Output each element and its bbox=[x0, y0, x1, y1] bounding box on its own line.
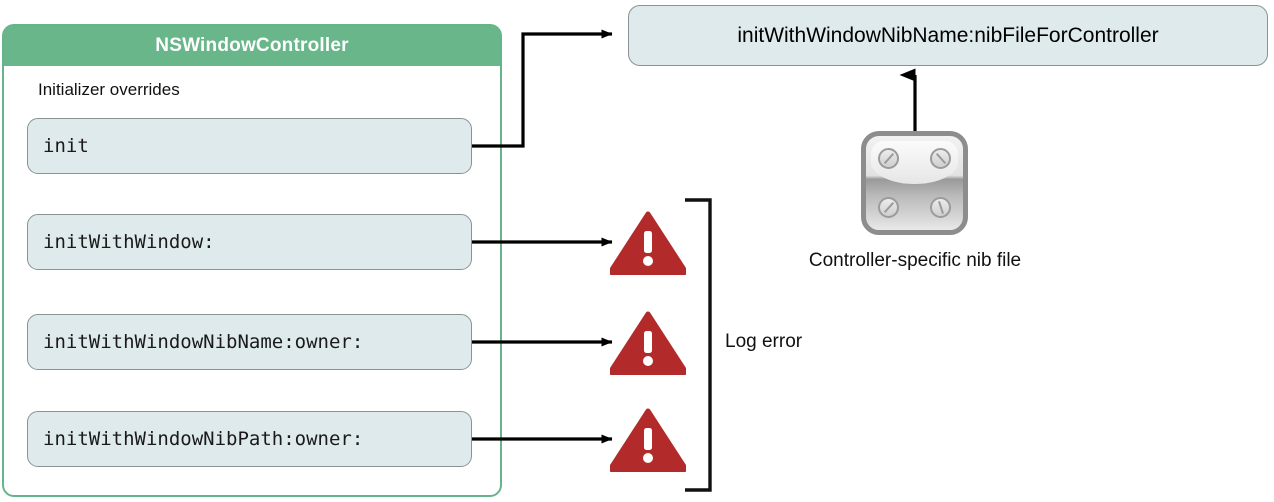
method-box-init-with-window[interactable]: initWithWindow: bbox=[27, 214, 472, 270]
warning-triangle-icon bbox=[609, 408, 687, 474]
method-box-init[interactable]: init bbox=[27, 118, 472, 174]
nib-body bbox=[861, 131, 968, 235]
target-method-label: initWithWindowNibName:nibFileForControll… bbox=[737, 23, 1159, 47]
warning-triangle-icon bbox=[609, 211, 687, 277]
class-header: NSWindowController bbox=[4, 26, 500, 66]
nib-file-caption: Controller-specific nib file bbox=[808, 250, 1022, 271]
nib-file-icon bbox=[861, 131, 968, 235]
screw-icon bbox=[930, 197, 951, 218]
screw-icon bbox=[930, 148, 951, 169]
method-label: initWithWindowNibPath:owner: bbox=[43, 428, 364, 450]
method-label: initWithWindow: bbox=[43, 231, 215, 253]
initializer-overrides-label: Initializer overrides bbox=[38, 80, 180, 99]
method-box-init-with-window-nib-name[interactable]: initWithWindowNibName:owner: bbox=[27, 314, 472, 370]
method-label: init bbox=[43, 135, 89, 157]
target-method-box[interactable]: initWithWindowNibName:nibFileForControll… bbox=[628, 5, 1268, 66]
screw-icon bbox=[878, 197, 899, 218]
method-box-init-with-window-nib-path[interactable]: initWithWindowNibPath:owner: bbox=[27, 411, 472, 467]
screw-icon bbox=[878, 148, 899, 169]
method-label: initWithWindowNibName:owner: bbox=[43, 331, 364, 353]
log-error-bracket bbox=[685, 198, 712, 492]
class-title: NSWindowController bbox=[155, 35, 349, 56]
log-error-label: Log error bbox=[725, 331, 803, 352]
warning-triangle-icon bbox=[609, 311, 687, 377]
